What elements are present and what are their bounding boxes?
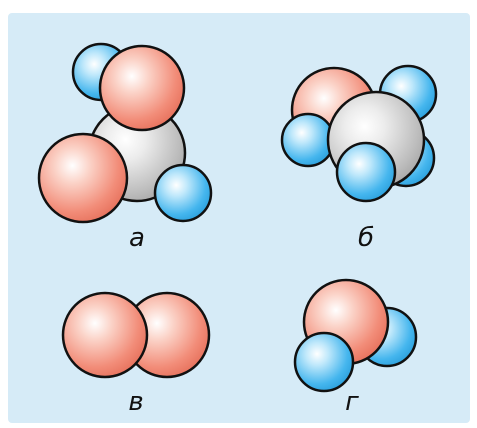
hydrogen-atom xyxy=(293,331,355,393)
molecule-a-label: а xyxy=(129,223,145,253)
oxygen-atom xyxy=(98,44,186,132)
oxygen-atom xyxy=(37,132,129,224)
molecule-b-label: б xyxy=(358,223,374,253)
molecule-d-label: г xyxy=(345,387,359,417)
molecule-b xyxy=(280,64,438,203)
molecule-c-label: в xyxy=(128,387,143,417)
molecule-a xyxy=(37,42,213,224)
oxygen-atom xyxy=(61,291,149,379)
hydrogen-atom xyxy=(153,163,213,223)
molecule-d xyxy=(293,278,418,393)
hydrogen-atom xyxy=(335,141,397,203)
molecule-c xyxy=(61,291,211,379)
hydrogen-atom xyxy=(280,112,336,168)
